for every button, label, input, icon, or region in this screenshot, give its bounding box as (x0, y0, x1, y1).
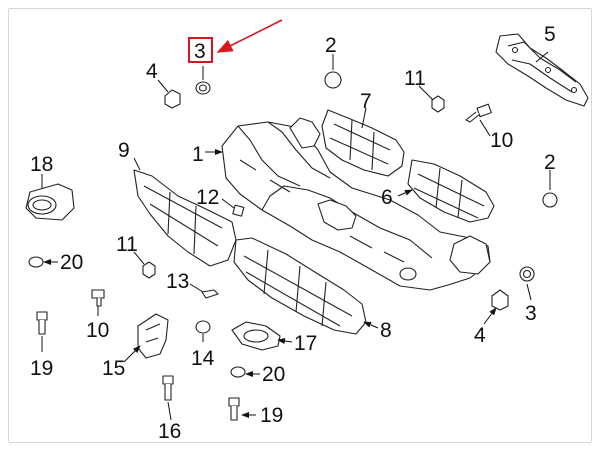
callout-4-bottom: 4 (474, 324, 486, 347)
insulator-part (231, 321, 281, 351)
bolt-part-19-left (36, 311, 48, 335)
nut-part-11-left (142, 261, 156, 279)
callout-1: 1 (192, 143, 204, 166)
callout-10-right: 10 (490, 129, 514, 152)
callout-4-top: 4 (146, 60, 158, 83)
callout-2-top: 2 (325, 34, 337, 57)
callout-3-right: 3 (525, 302, 537, 325)
callout-6: 6 (381, 186, 393, 209)
callout-8: 8 (380, 319, 392, 342)
callout-13: 13 (166, 270, 190, 293)
gasket-part-14 (195, 320, 211, 334)
callout-9: 9 (118, 139, 130, 162)
bolt-part-10-right (465, 103, 492, 123)
gasket-part-2-right (542, 192, 558, 208)
callout-20-bottom: 20 (262, 363, 286, 386)
pin-part-13 (201, 289, 219, 299)
bolt-part-10-left (91, 289, 105, 307)
bolt-part-19-bottom (228, 397, 240, 421)
tail-pipe-tip-part (25, 183, 75, 221)
highlight-arrow (216, 19, 283, 53)
callout-11-top: 11 (404, 67, 426, 90)
callout-5: 5 (544, 23, 556, 46)
callout-12: 12 (196, 186, 220, 209)
heat-shield-lower-part (407, 159, 495, 223)
callout-18: 18 (30, 153, 54, 176)
hanger-bracket-part (137, 313, 169, 359)
gasket-part-20-left (28, 256, 44, 268)
nut-part-11-top (431, 95, 445, 113)
callout-14: 14 (191, 347, 215, 370)
bracket-part (495, 33, 589, 107)
clip-part-12 (232, 204, 245, 217)
heat-shield-upper-part (321, 109, 405, 177)
highlight-box (188, 37, 213, 63)
lower-heat-shield-part (233, 237, 367, 335)
callout-19-left: 19 (30, 357, 54, 380)
gasket-part-20-bottom (230, 366, 246, 378)
nut-part-4-bottom (491, 289, 509, 311)
callout-3-top: 3 (194, 40, 206, 63)
callout-15: 15 (102, 357, 126, 380)
left-heat-shield-part (133, 169, 237, 267)
callout-20-left: 20 (60, 251, 84, 274)
gasket-part-2-top (324, 71, 342, 89)
callout-7: 7 (360, 90, 372, 113)
callout-17: 17 (294, 332, 318, 355)
callout-2-right: 2 (544, 151, 556, 174)
callout-19-bottom: 19 (260, 404, 284, 427)
bolt-part-16 (162, 375, 174, 401)
main-muffler-part (221, 117, 491, 291)
callout-11-left: 11 (116, 233, 138, 256)
callout-10-left: 10 (86, 319, 110, 342)
callout-16: 16 (158, 420, 182, 443)
nut-top-left (164, 89, 181, 109)
